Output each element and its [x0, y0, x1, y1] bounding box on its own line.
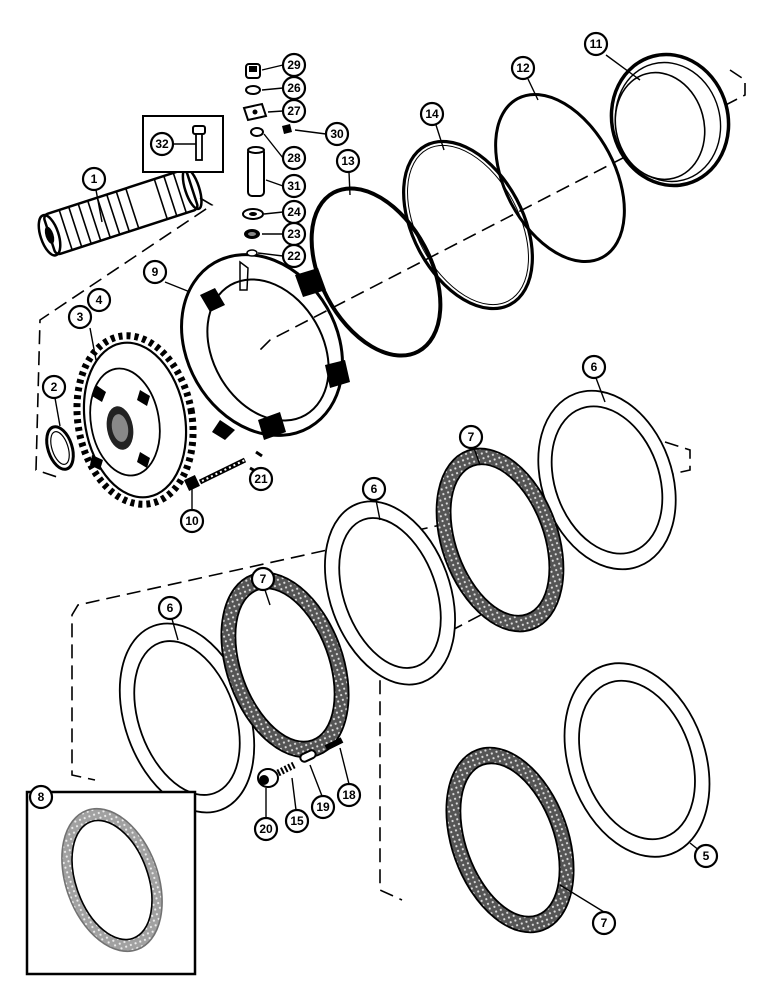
- hardware-stack: [242, 63, 292, 257]
- o-ring-13-part: [309, 186, 443, 358]
- callout-22: 22: [281, 243, 307, 269]
- callout-15: 15: [284, 808, 310, 834]
- callout-12: 12: [510, 55, 536, 81]
- callout-31: 31: [281, 173, 307, 199]
- svg-text:22: 22: [287, 249, 301, 263]
- svg-text:18: 18: [342, 788, 356, 802]
- callout-4: 4: [86, 287, 112, 313]
- callout-6-left: 6: [157, 595, 183, 621]
- svg-text:8: 8: [38, 790, 45, 804]
- callout-23: 23: [281, 221, 307, 247]
- callout-6-middle: 6: [361, 476, 387, 502]
- callout-6-right: 6: [581, 354, 607, 380]
- svg-text:11: 11: [590, 37, 603, 51]
- bolt-part: [184, 457, 247, 491]
- svg-text:20: 20: [259, 822, 273, 836]
- callout-11: 11: [583, 31, 609, 57]
- svg-text:5: 5: [703, 849, 710, 863]
- svg-text:30: 30: [330, 127, 344, 141]
- callout-7-lower: 7: [591, 910, 617, 936]
- svg-text:7: 7: [468, 430, 475, 444]
- callout-20: 20: [253, 816, 279, 842]
- svg-text:9: 9: [152, 265, 159, 279]
- callout-1: 1: [81, 166, 107, 192]
- svg-text:29: 29: [287, 58, 301, 72]
- ring-12-part: [494, 92, 626, 264]
- svg-text:7: 7: [601, 916, 608, 930]
- callout-3: 3: [67, 304, 93, 330]
- callout-27: 27: [281, 98, 307, 124]
- dashed-group-lines: [35, 69, 746, 901]
- callout-2: 2: [41, 374, 67, 400]
- piston-part: [609, 52, 731, 188]
- svg-text:31: 31: [287, 179, 301, 193]
- gear-part: [73, 332, 197, 508]
- svg-text:21: 21: [254, 472, 268, 486]
- callout-8: 8: [28, 784, 54, 810]
- callout-30: 30: [324, 121, 350, 147]
- callout-7-upper: 7: [458, 424, 484, 450]
- svg-text:32: 32: [155, 137, 169, 151]
- svg-text:7: 7: [260, 572, 267, 586]
- svg-text:10: 10: [185, 514, 199, 528]
- svg-text:27: 27: [287, 104, 301, 118]
- svg-text:12: 12: [516, 61, 530, 75]
- svg-text:6: 6: [167, 601, 174, 615]
- svg-text:6: 6: [371, 482, 378, 496]
- detent-parts: [257, 737, 344, 788]
- svg-text:26: 26: [287, 81, 301, 95]
- callout-5: 5: [693, 843, 719, 869]
- ring-14-part: [402, 139, 534, 311]
- callout-21: 21: [248, 466, 274, 492]
- svg-text:13: 13: [341, 154, 355, 168]
- snap-ring-part: [45, 425, 75, 471]
- leader-lines: [54, 54, 706, 913]
- svg-text:15: 15: [290, 814, 304, 828]
- svg-text:2: 2: [51, 380, 58, 394]
- callout-19: 19: [310, 794, 336, 820]
- callout-10: 10: [179, 508, 205, 534]
- svg-text:14: 14: [425, 107, 439, 121]
- callout-13: 13: [335, 148, 361, 174]
- callout-26: 26: [281, 75, 307, 101]
- callout-14: 14: [419, 101, 445, 127]
- svg-text:28: 28: [287, 151, 301, 165]
- shaft-part: [37, 167, 203, 257]
- svg-text:3: 3: [77, 310, 84, 324]
- svg-text:4: 4: [96, 293, 103, 307]
- callout-18: 18: [336, 782, 362, 808]
- callout-28: 28: [281, 145, 307, 171]
- svg-text:19: 19: [316, 800, 330, 814]
- callout-9: 9: [142, 259, 168, 285]
- callout-32: 32: [149, 131, 175, 157]
- steel-plates: [118, 389, 711, 858]
- svg-text:6: 6: [591, 360, 598, 374]
- friction-plate-inset-box: [25, 790, 197, 976]
- callout-24: 24: [281, 199, 307, 225]
- svg-text:24: 24: [287, 205, 301, 219]
- svg-text:23: 23: [287, 227, 301, 241]
- svg-text:1: 1: [91, 172, 98, 186]
- friction-plates: [220, 447, 575, 934]
- callout-7-middle: 7: [250, 566, 276, 592]
- callout-29: 29: [281, 52, 307, 78]
